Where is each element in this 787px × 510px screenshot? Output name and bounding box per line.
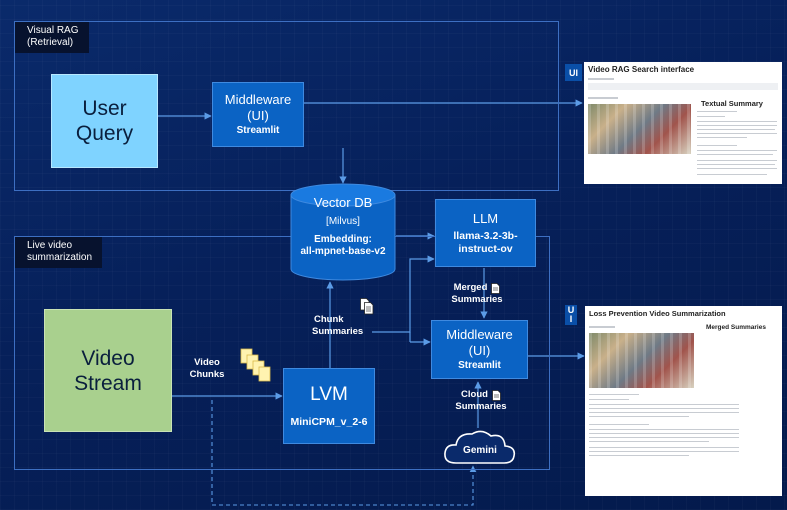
document-icon bbox=[492, 389, 501, 401]
ui-bottom-badge-line2: I bbox=[569, 314, 573, 324]
summarization-section: Live video summarization bbox=[14, 236, 550, 470]
vector-db-embedding-model: all-mpnet-base-v2 bbox=[300, 246, 386, 257]
summarization-label-line2: summarization bbox=[27, 252, 93, 263]
merged-summaries-label: Merged Summaries bbox=[441, 282, 513, 306]
arrow-chunk-branch bbox=[372, 255, 435, 333]
ui-bottom-video-frame bbox=[589, 333, 694, 388]
ui-bottom-screenshot: Loss Prevention Video Summarization Merg… bbox=[585, 306, 782, 496]
llm-box: LLM llama-3.2-3b- instruct-ov bbox=[435, 199, 536, 267]
chunk-summaries-label: Chunk Summaries bbox=[312, 314, 372, 338]
middleware-top-subtitle: Streamlit bbox=[236, 125, 280, 136]
cloud-icon bbox=[444, 430, 516, 464]
vector-db-subtitle: [Milvus] bbox=[326, 216, 360, 227]
ui-top-title: Video RAG Search interface bbox=[588, 65, 695, 74]
dashed-path-cloud bbox=[211, 400, 477, 506]
retrieval-section-label: Visual RAG (Retrieval) bbox=[15, 22, 89, 53]
lvm-model: MiniCPM_v_2-6 bbox=[290, 415, 368, 428]
chunk-summaries-line1: Chunk bbox=[314, 314, 344, 325]
lvm-box: LVM MiniCPM_v_2-6 bbox=[283, 368, 375, 444]
ui-bottom-heading: Merged Summaries bbox=[706, 324, 766, 331]
llm-model-line1: llama-3.2-3b- bbox=[453, 229, 518, 242]
summarization-section-label: Live video summarization bbox=[15, 237, 103, 268]
vector-db-title: Vector DB bbox=[313, 195, 373, 210]
video-stream-line1: Video bbox=[81, 346, 135, 370]
user-query-box: User Query bbox=[51, 74, 158, 168]
ui-top-heading: Textual Summary bbox=[701, 99, 763, 108]
cloud-summaries-label: Cloud Summaries bbox=[446, 389, 516, 413]
middleware-bottom-title1: Middleware bbox=[446, 327, 513, 342]
cloud-summaries-line1: Cloud bbox=[461, 389, 488, 400]
retrieval-label-line2: (Retrieval) bbox=[27, 37, 74, 48]
vector-db-embedding-label: Embedding: bbox=[314, 234, 372, 245]
chunk-summaries-line2: Summaries bbox=[312, 326, 364, 337]
summarization-label-line1: Live video bbox=[27, 240, 73, 251]
middleware-top-title1: Middleware bbox=[224, 92, 292, 107]
ui-top-badge: UI bbox=[565, 64, 582, 81]
vector-db-cylinder bbox=[290, 183, 396, 281]
vector-db-text: Vector DB [Milvus] Embedding: all-mpnet-… bbox=[290, 195, 396, 258]
retrieval-section: Visual RAG (Retrieval) bbox=[14, 21, 559, 191]
video-chunks-line2: Chunks bbox=[189, 369, 225, 380]
document-stack-icon bbox=[360, 298, 374, 315]
cloud-summaries-line2: Summaries bbox=[455, 401, 507, 412]
merged-summaries-line2: Summaries bbox=[451, 294, 503, 305]
video-chunks-icon bbox=[240, 348, 271, 382]
video-stream-box: Video Stream bbox=[44, 309, 172, 432]
retrieval-label-line1: Visual RAG bbox=[27, 25, 79, 36]
ui-bottom-badge: U I bbox=[565, 305, 577, 325]
video-chunks-line1: Video bbox=[194, 357, 220, 368]
ui-top-video-frame bbox=[588, 104, 691, 154]
lvm-title: LVM bbox=[310, 383, 348, 405]
user-query-line1: User bbox=[82, 97, 127, 120]
middleware-bottom-subtitle: Streamlit bbox=[458, 360, 501, 371]
middleware-top-box: Middleware (UI) Streamlit bbox=[212, 82, 304, 147]
video-chunks-label: Video Chunks bbox=[184, 357, 230, 381]
middleware-top-title2: (UI) bbox=[247, 108, 269, 123]
video-stream-line2: Stream bbox=[74, 371, 142, 395]
ui-top-screenshot: Video RAG Search interface Textual Summa… bbox=[584, 62, 782, 184]
llm-title: LLM bbox=[472, 210, 499, 226]
middleware-bottom-title2: (UI) bbox=[468, 343, 491, 358]
user-query-line2: Query bbox=[75, 122, 134, 145]
llm-model-line2: instruct-ov bbox=[458, 242, 513, 255]
gemini-label: Gemini bbox=[463, 445, 497, 456]
document-icon bbox=[491, 282, 501, 294]
middleware-bottom-box: Middleware (UI) Streamlit bbox=[431, 320, 528, 379]
ui-bottom-title: Loss Prevention Video Summarization bbox=[589, 309, 726, 318]
merged-summaries-line1: Merged bbox=[453, 282, 488, 293]
ui-bottom-badge-line1: U bbox=[567, 305, 575, 315]
